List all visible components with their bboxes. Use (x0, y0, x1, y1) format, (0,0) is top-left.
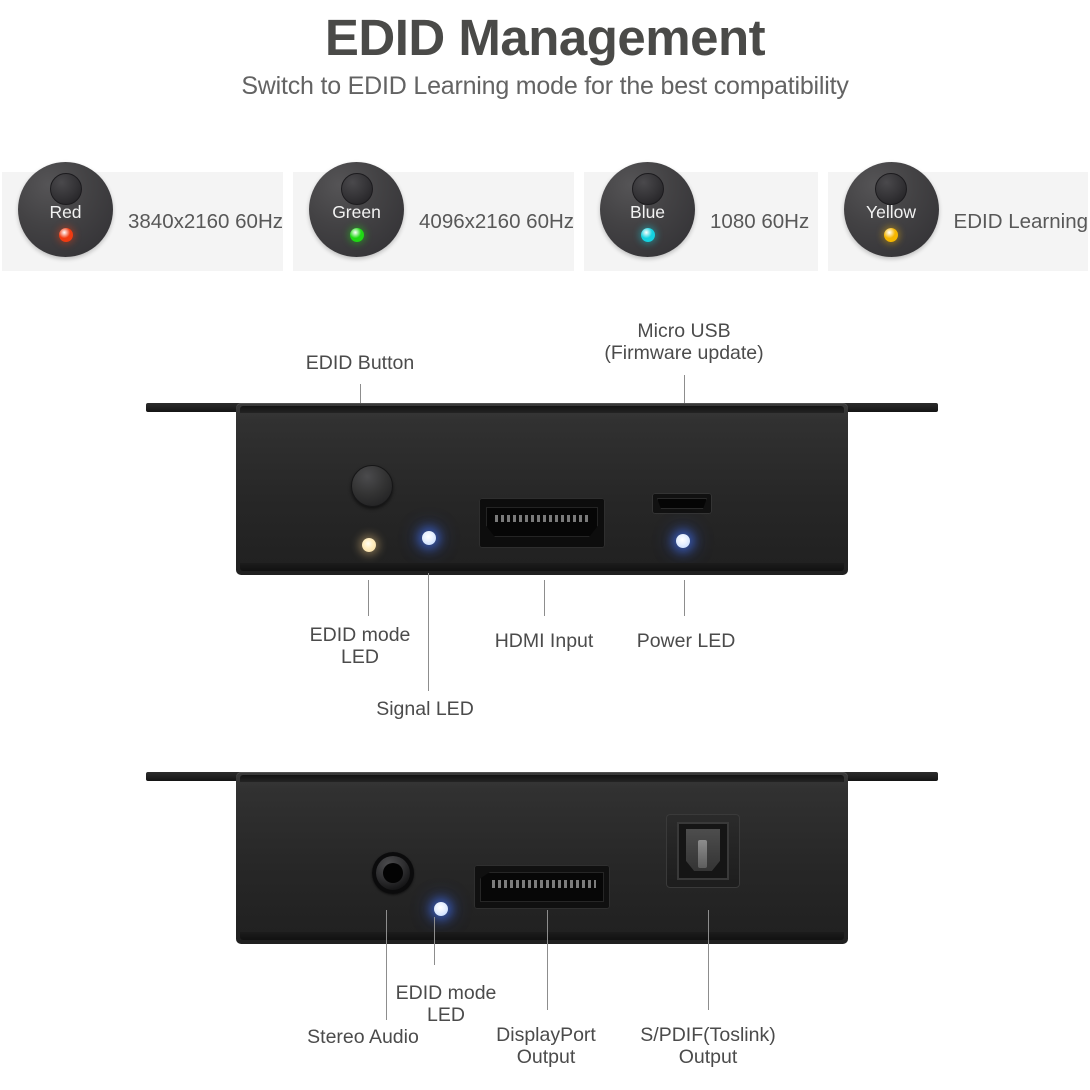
leader-line-spdif (708, 910, 709, 1010)
knob-color-label: Yellow (866, 202, 916, 222)
knob-button-icon (631, 173, 664, 205)
knob-button-icon (49, 173, 82, 205)
header: EDID Management Switch to EDID Learning … (0, 0, 1090, 101)
knob-color-label: Blue (630, 202, 666, 222)
stereo-audio-jack (372, 852, 414, 894)
callout-signal-led: Signal LED (376, 698, 474, 720)
legend-card-green: Green 4096x2160 60Hz (293, 162, 575, 271)
legend-resolution-green: 4096x2160 60Hz (419, 209, 575, 233)
knob-color-label: Green (332, 202, 381, 222)
legend-card-yellow: Yellow EDID Learning (827, 162, 1088, 271)
leader-line-power-led (684, 580, 685, 616)
toslink-shutter-icon (686, 829, 720, 871)
knob-color-label: Red (49, 202, 82, 222)
callout-hdmi-input: HDMI Input (494, 630, 594, 652)
callout-power-led: Power LED (636, 630, 736, 652)
legend-resolution-red: 3840x2160 60Hz (128, 209, 284, 233)
mount-ear-right (838, 403, 938, 412)
callout-edid-mode-led: EDID mode LED (395, 982, 497, 1027)
displayport-pins-icon (492, 880, 596, 888)
mount-ear-left (146, 772, 246, 781)
page-subtitle: Switch to EDID Learning mode for the bes… (241, 72, 849, 101)
leader-line-hdmi-input (544, 580, 545, 616)
signal-led (422, 531, 436, 545)
device-rear-chassis (236, 772, 848, 944)
callout-stereo-audio: Stereo Audio (307, 1026, 419, 1048)
callout-spdif-output: S/PDIF(Toslink) Output (640, 1024, 776, 1069)
edid-legend-cards: Red 3840x2160 60Hz Green 4096x2160 60Hz … (0, 162, 1090, 271)
leader-line-edid-mode-led (434, 917, 435, 965)
knob-dial-yellow: Yellow (843, 162, 939, 257)
mount-ear-right (838, 772, 938, 781)
mount-ear-left (146, 403, 246, 412)
knob-dial-red: Red (18, 162, 113, 257)
page-title: EDID Management (324, 9, 766, 66)
callout-edid-button: EDID Button (305, 352, 415, 374)
edid-mode-led (434, 902, 448, 916)
spdif-toslink-output-port (666, 814, 740, 888)
leader-line-edid-button (360, 384, 361, 405)
callout-micro-usb: Micro USB (Firmware update) (604, 320, 764, 365)
displayport-output-port (474, 865, 610, 909)
micro-usb-port (652, 493, 712, 514)
edid-mode-led (362, 538, 376, 552)
micro-usb-opening (657, 498, 707, 509)
knob-led-indicator-green (349, 228, 364, 242)
hdmi-port-opening (486, 507, 598, 537)
hdmi-pins-icon (495, 515, 589, 522)
knob-button-icon (340, 173, 373, 205)
leader-line-signal-led (428, 573, 429, 691)
knob-dial-green: Green (309, 162, 405, 257)
legend-card-blue: Blue 1080 60Hz (584, 162, 818, 271)
device-front-chassis (236, 403, 848, 575)
knob-dial-blue: Blue (600, 162, 696, 257)
edid-button[interactable] (351, 465, 393, 507)
legend-card-red: Red 3840x2160 60Hz (2, 162, 284, 271)
callout-edid-mode-led: EDID mode LED (309, 624, 411, 669)
knob-led-indicator-blue (640, 228, 655, 242)
hdmi-input-port (479, 498, 605, 548)
leader-line-displayport (547, 910, 548, 1010)
legend-resolution-yellow: EDID Learning (953, 209, 1088, 233)
callout-displayport-output: DisplayPort Output (496, 1024, 596, 1069)
knob-led-indicator-red (58, 228, 73, 242)
knob-button-icon (875, 173, 908, 205)
leader-line-micro-usb (684, 375, 685, 405)
power-led (676, 534, 690, 548)
knob-led-indicator-yellow (884, 228, 899, 242)
leader-line-stereo-audio (386, 910, 387, 1020)
legend-resolution-blue: 1080 60Hz (710, 209, 810, 233)
leader-line-edid-mode-led (368, 580, 369, 616)
toslink-housing (677, 822, 729, 880)
